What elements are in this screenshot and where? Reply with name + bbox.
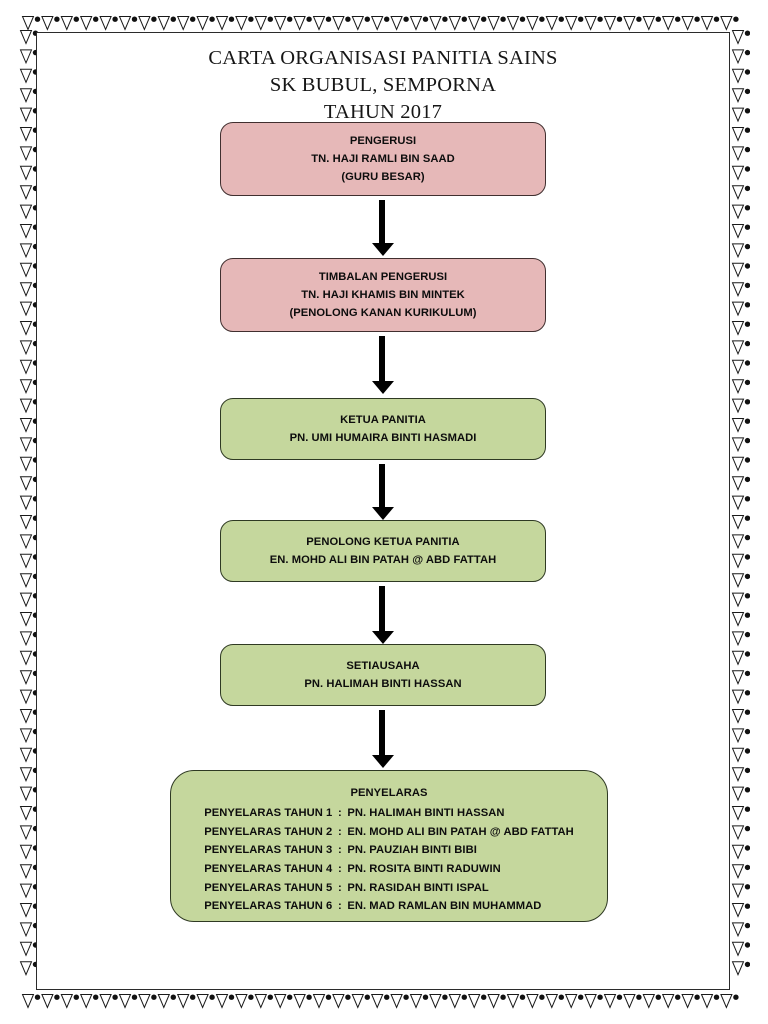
penyelaras-row-separator: : <box>337 807 342 820</box>
penyelaras-row: PENYELARAS TAHUN 1: PN. HALIMAH BINTI HAS… <box>204 804 574 823</box>
arrow-timbalan-to-ketua <box>372 336 394 394</box>
node-pengerusi-line-3: (GURU BESAR) <box>341 171 425 184</box>
node-penolong-line-1: PENOLONG KETUA PANITIA <box>306 535 460 548</box>
title-line-1: CARTA ORGANISASI PANITIA SAINS <box>208 47 558 69</box>
node-setiausaha-line-2: PN. HALIMAH BINTI HASSAN <box>304 678 462 690</box>
penyelaras-row-label: PENYELARAS TAHUN 6 <box>204 900 333 913</box>
penyelaras-row-label: PENYELARAS TAHUN 3 <box>204 844 333 857</box>
node-timbalan-line-1: TIMBALAN PENGERUSI <box>318 270 448 283</box>
penyelaras-row: PENYELARAS TAHUN 4: PN. ROSITA BINTI RADU… <box>204 860 574 879</box>
penyelaras-row: PENYELARAS TAHUN 2: EN. MOHD ALI BIN PATA… <box>204 823 574 842</box>
penyelaras-list: PENYELARAS TAHUN 1: PN. HALIMAH BINTI HAS… <box>204 804 574 916</box>
node-timbalan-line-3: (PENOLONG KANAN KURIKULUM) <box>289 307 477 320</box>
penyelaras-row-separator: : <box>337 881 342 894</box>
penyelaras-row-separator: : <box>337 825 342 838</box>
penyelaras-row: PENYELARAS TAHUN 6: EN. MAD RAMLAN BIN MU… <box>204 897 574 916</box>
node-timbalan-pengerusi: TIMBALAN PENGERUSI TN. HAJI KHAMIS BIN M… <box>220 258 546 332</box>
penyelaras-row-label: PENYELARAS TAHUN 1 <box>204 807 333 820</box>
penyelaras-row-label: PENYELARAS TAHUN 5 <box>204 881 333 894</box>
penyelaras-row: PENYELARAS TAHUN 5: PN. RASIDAH BINTI ISP… <box>204 879 574 898</box>
arrow-pengerusi-to-timbalan <box>372 200 394 256</box>
arrow-penolong-to-setiausaha <box>372 586 394 644</box>
penyelaras-row-name: PN. RASIDAH BINTI ISPAL <box>347 881 489 894</box>
penyelaras-row-name: PN. PAUZIAH BINTI BIBI <box>347 844 477 857</box>
penyelaras-row-name: PN. HALIMAH BINTI HASSAN <box>347 807 505 820</box>
node-ketua-line-2: PN. UMI HUMAIRA BINTI HASMADI <box>289 432 477 444</box>
node-pengerusi-line-1: PENGERUSI <box>349 134 417 147</box>
penyelaras-row-name: EN. MOHD ALI BIN PATAH @ ABD FATTAH <box>347 825 574 838</box>
penyelaras-row-label: PENYELARAS TAHUN 2 <box>204 825 333 838</box>
node-timbalan-line-2: TN. HAJI KHAMIS BIN MINTEK <box>301 288 465 301</box>
node-setiausaha-line-1: SETIAUSAHA <box>346 659 420 672</box>
arrow-setiausaha-to-penyelaras <box>372 710 394 768</box>
node-ketua-panitia: KETUA PANITIA PN. UMI HUMAIRA BINTI HASM… <box>220 398 546 460</box>
org-chart: PENGERUSI TN. HAJI RAMLI BIN SAAD (GURU … <box>36 32 730 990</box>
penyelaras-row-separator: : <box>337 862 342 875</box>
penyelaras-row-name: PN. ROSITA BINTI RADUWIN <box>347 862 501 875</box>
penyelaras-row-name: EN. MAD RAMLAN BIN MUHAMMAD <box>347 900 542 913</box>
node-penolong-line-2: EN. MOHD ALI BIN PATAH @ ABD FATTAH <box>269 554 497 566</box>
arrow-ketua-to-penolong <box>372 464 394 520</box>
node-penolong-ketua-panitia: PENOLONG KETUA PANITIA EN. MOHD ALI BIN … <box>220 520 546 582</box>
node-penyelaras: PENYELARAS PENYELARAS TAHUN 1: PN. HALIMA… <box>170 770 608 922</box>
penyelaras-row-separator: : <box>337 900 342 913</box>
title-line-2: SK BUBUL, SEMPORNA <box>269 74 497 97</box>
node-pengerusi: PENGERUSI TN. HAJI RAMLI BIN SAAD (GURU … <box>220 122 546 196</box>
node-pengerusi-line-2: TN. HAJI RAMLI BIN SAAD <box>311 152 455 165</box>
node-ketua-line-1: KETUA PANITIA <box>340 413 426 426</box>
penyelaras-row-label: PENYELARAS TAHUN 4 <box>204 862 333 875</box>
penyelaras-row-separator: : <box>337 844 342 857</box>
penyelaras-heading: PENYELARAS <box>350 787 428 799</box>
penyelaras-row: PENYELARAS TAHUN 3: PN. PAUZIAH BINTI BIB… <box>204 841 574 860</box>
node-setiausaha: SETIAUSAHA PN. HALIMAH BINTI HASSAN <box>220 644 546 706</box>
title-line-3: TAHUN 2017 <box>323 101 443 124</box>
chart-title: CARTA ORGANISASI PANITIA SAINS SK BUBUL,… <box>36 45 730 126</box>
